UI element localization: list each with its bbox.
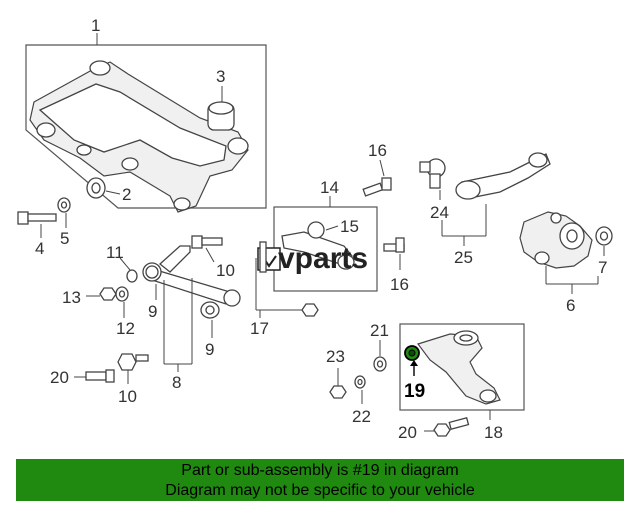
washer-11-part[interactable] <box>126 269 138 283</box>
callout-3: 3 <box>216 67 225 86</box>
callout-17: 17 <box>250 319 269 338</box>
callout-4: 4 <box>35 239 44 258</box>
callout-11: 11 <box>106 243 124 262</box>
ball-joint-24-part[interactable] <box>419 158 446 189</box>
callout-13: 13 <box>62 288 81 307</box>
bolt-20a-part[interactable] <box>85 369 115 383</box>
bolt-16b-part[interactable] <box>383 237 405 253</box>
callout-9b: 9 <box>205 340 214 359</box>
washer-21-part[interactable] <box>373 356 387 372</box>
banner-line-1: Part or sub-assembly is #19 in diagram <box>181 462 459 479</box>
callout-6: 6 <box>566 296 575 315</box>
toe-link-part[interactable] <box>455 152 551 200</box>
callout-16b: 16 <box>390 275 409 294</box>
nut-23-part[interactable] <box>329 385 347 399</box>
parts-diagram: 1 2 3 4 5 9 9 8 <box>17 16 613 442</box>
callout-8: 8 <box>172 373 181 392</box>
bushing-2-part[interactable] <box>86 177 106 199</box>
callout-2: 2 <box>122 185 131 204</box>
callout-12: 12 <box>116 319 135 338</box>
bolt-10b-part[interactable] <box>117 353 149 371</box>
callout-20a: 20 <box>50 368 69 387</box>
bolt-17-part[interactable] <box>259 241 319 317</box>
bushing-9b-part[interactable] <box>200 301 220 319</box>
callout-19: 19 <box>404 381 425 402</box>
callout-9a: 9 <box>148 302 157 321</box>
upper-arm-part[interactable] <box>281 221 355 270</box>
banner-line-2: Diagram may not be specific to your vehi… <box>165 482 475 499</box>
bolt-4-part[interactable] <box>17 211 57 225</box>
callout-14: 14 <box>320 178 339 197</box>
bushing-9a-part[interactable] <box>145 265 159 279</box>
callout-7: 7 <box>598 258 607 277</box>
callout-22: 22 <box>352 407 371 426</box>
callout-20b: 20 <box>398 423 417 442</box>
callout-10a: 10 <box>216 261 235 280</box>
bolt-10a-part[interactable] <box>191 235 223 249</box>
callout-5: 5 <box>60 229 69 248</box>
callout-10b: 10 <box>118 387 137 406</box>
bolt-16a-part[interactable] <box>362 177 392 197</box>
callout-24: 24 <box>430 203 449 222</box>
bushing-19-part[interactable] <box>404 345 420 361</box>
nut-13-part[interactable] <box>99 287 117 301</box>
knuckle-part[interactable] <box>519 211 593 269</box>
callout-15: 15 <box>340 217 359 236</box>
washer-22-part[interactable] <box>354 375 366 389</box>
watermark-text: vparts <box>278 242 368 275</box>
callout-23: 23 <box>326 347 345 366</box>
washer-12-part[interactable] <box>115 286 129 302</box>
subframe-part[interactable] <box>25 44 267 213</box>
bolt-20b-part[interactable] <box>433 417 470 437</box>
callout-16a: 16 <box>368 141 387 160</box>
bushing-7-part[interactable] <box>595 226 613 246</box>
callout-21: 21 <box>370 321 389 340</box>
callout-18: 18 <box>484 423 503 442</box>
callout-25: 25 <box>454 248 473 267</box>
info-banner: Part or sub-assembly is #19 in diagram D… <box>16 459 624 501</box>
lower-arm-part[interactable] <box>417 330 501 405</box>
callout-1: 1 <box>91 16 100 35</box>
washer-5-part[interactable] <box>57 197 71 213</box>
bushing-3-part[interactable] <box>207 101 235 131</box>
